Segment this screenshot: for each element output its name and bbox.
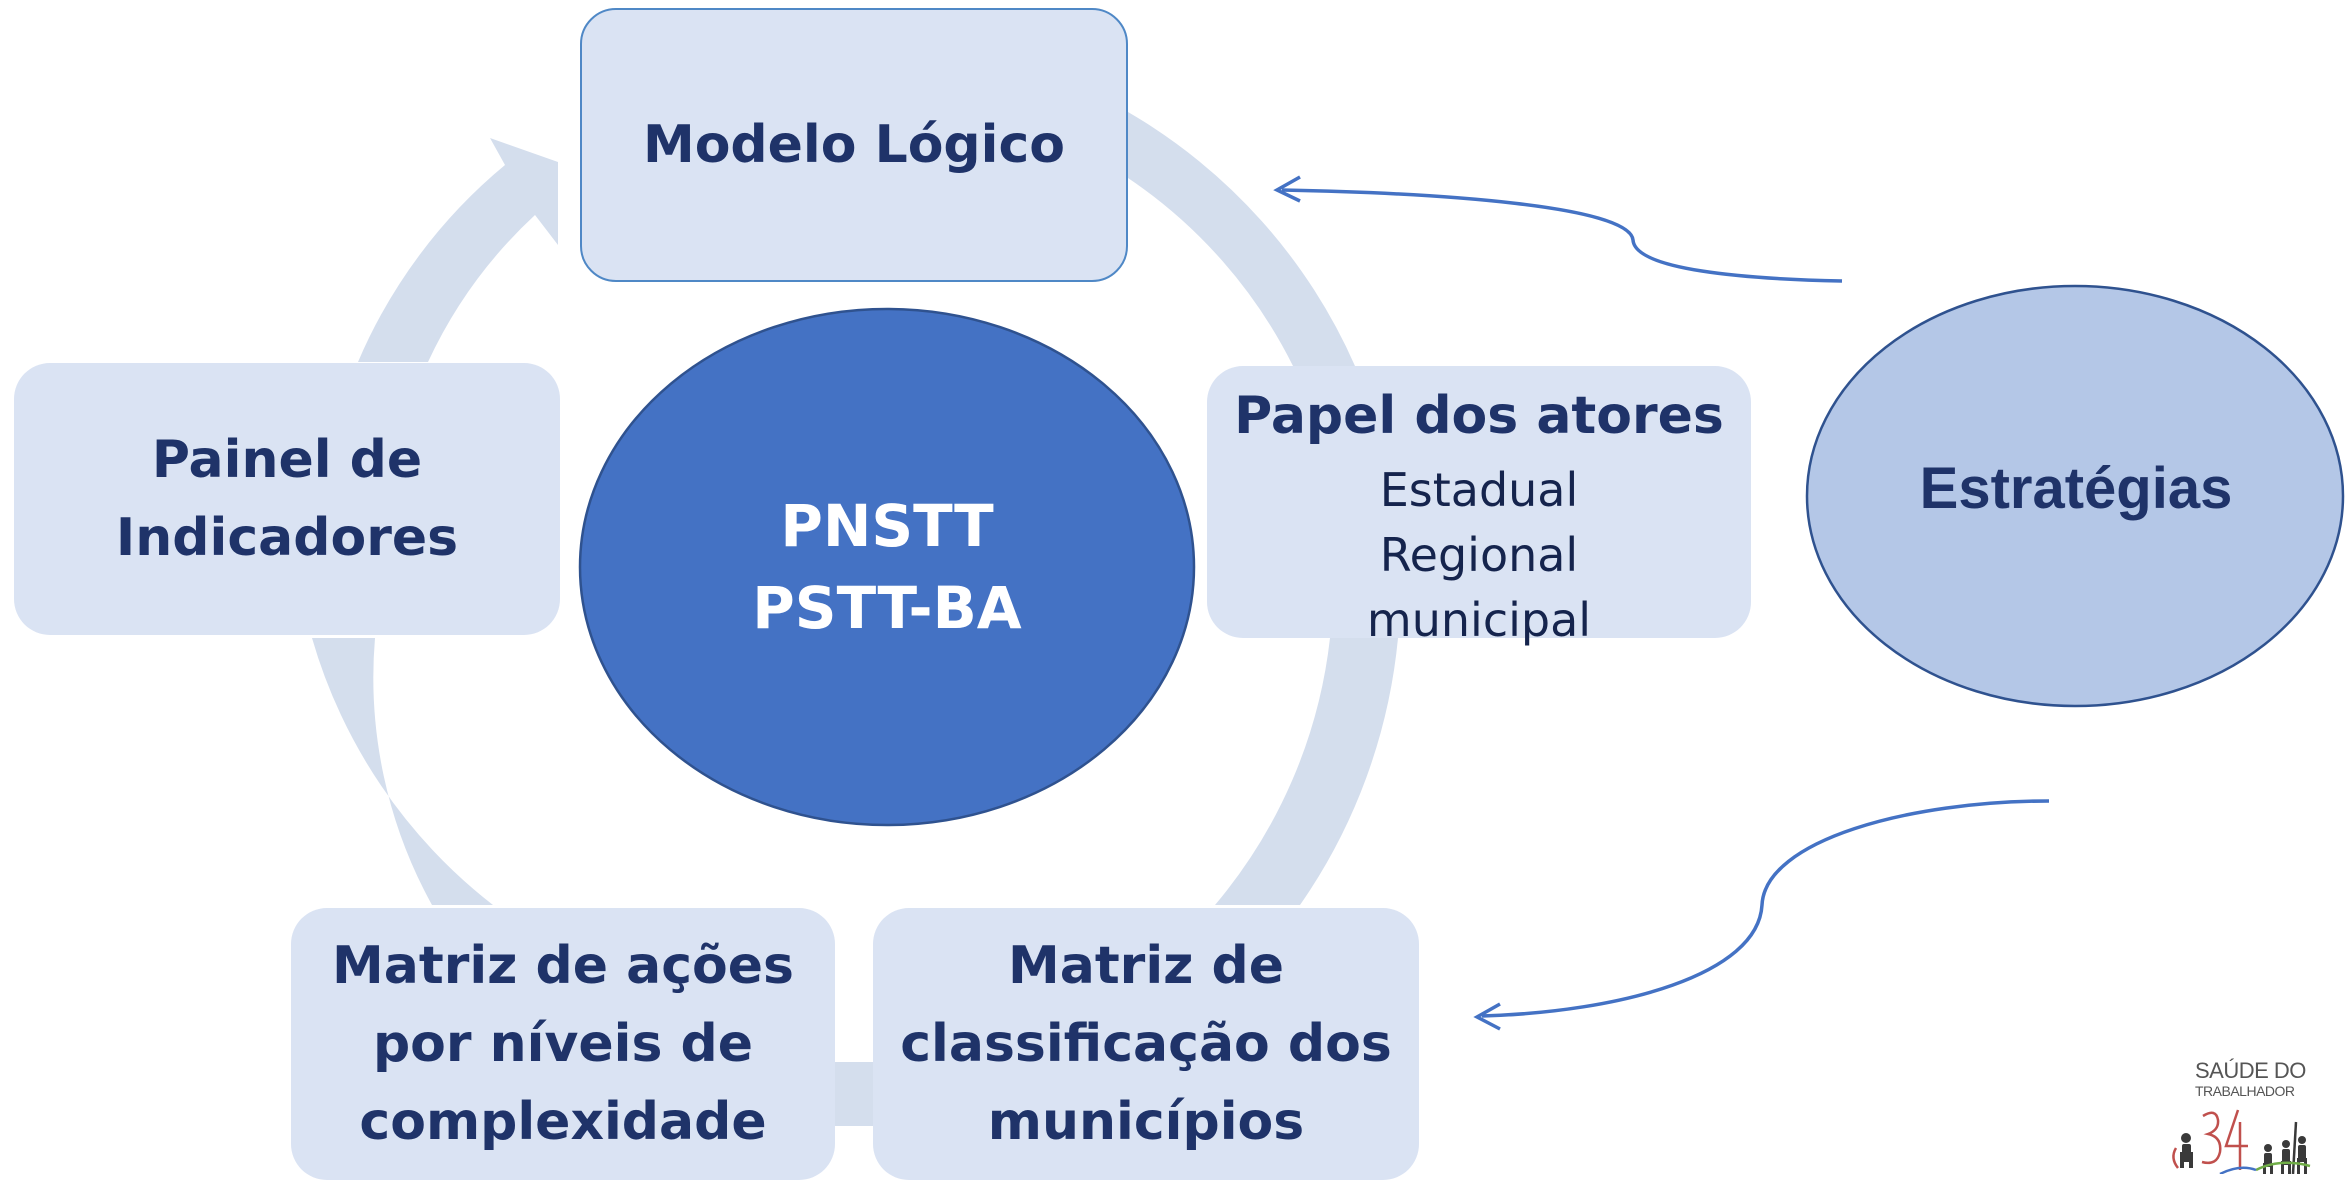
node-papel-atores: Papel dos atores Estadual Regional munic… xyxy=(1207,366,1751,647)
node-matriz-acoes-line-3: complexidade xyxy=(359,1092,767,1152)
node-papel-atores-title: Papel dos atores xyxy=(1234,386,1724,446)
node-matriz-acoes-line-2: por níveis de xyxy=(372,1014,754,1074)
node-papel-item: Regional xyxy=(1379,528,1579,582)
logo-swoosh-green xyxy=(2255,1161,2311,1172)
strategy-label: Estratégias xyxy=(1919,456,2233,521)
connector-to-modelo xyxy=(1281,188,1843,283)
cycle-arc-painel-to-modelo xyxy=(358,138,558,362)
logo-swoosh-blue xyxy=(2219,1166,2257,1174)
node-painel-indicadores: Painel de Indicadores xyxy=(14,363,560,635)
strategy-connectors xyxy=(1273,175,2050,1031)
logo-text-line-1: SAÚDE DO xyxy=(2195,1058,2306,1083)
logo-graphic xyxy=(2172,1109,2311,1174)
arrowhead-to-modelo xyxy=(1273,175,1301,203)
node-matriz-classificacao: Matriz de classificação dos municípios xyxy=(873,908,1419,1180)
node-modelo-logico: Modelo Lógico xyxy=(580,8,1128,282)
center-label-line-2: PSTT-BA xyxy=(752,574,1022,642)
node-papel-item: Estadual xyxy=(1379,463,1579,517)
center-label-line-1: PNSTT xyxy=(780,492,994,560)
cycle-arc-modelo-to-papel xyxy=(1128,112,1355,366)
node-papel-item: municipal xyxy=(1366,593,1592,647)
node-matriz-class-line-3: municípios xyxy=(987,1092,1305,1152)
node-modelo-logico-title: Modelo Lógico xyxy=(642,115,1066,175)
strategy-ellipse xyxy=(1805,284,2345,708)
node-matriz-class-line-1: Matriz de xyxy=(1007,936,1285,996)
cycle-connector-bottom xyxy=(835,1062,873,1126)
logo-text-line-2: TRABALHADOR xyxy=(2195,1083,2295,1099)
cycle-arc-acoes-to-painel xyxy=(312,638,493,905)
connector-to-classificacao xyxy=(1481,799,2050,1018)
logo-number-3 xyxy=(2201,1111,2222,1165)
arrowhead-to-classificacao xyxy=(1473,1002,1501,1031)
center-ellipse xyxy=(578,307,1196,827)
node-painel-line-1: Painel de xyxy=(151,430,423,490)
node-painel-line-2: Indicadores xyxy=(115,508,459,568)
node-matriz-class-line-2: classificação dos xyxy=(900,1014,1392,1074)
node-matriz-acoes-line-1: Matriz de ações xyxy=(332,936,794,996)
logo-number-4 xyxy=(2224,1109,2248,1170)
worker-figures-icon xyxy=(2172,1121,2307,1174)
cycle-arc-papel-to-classificacao xyxy=(1215,638,1398,905)
cycle-ring xyxy=(312,112,1398,1126)
center-label: PNSTT PSTT-BA xyxy=(580,485,1194,649)
saude-trabalhador-logo: SAÚDE DO TRABALHADOR xyxy=(2160,1052,2351,1174)
node-matriz-acoes: Matriz de ações por níveis de complexida… xyxy=(291,908,835,1180)
